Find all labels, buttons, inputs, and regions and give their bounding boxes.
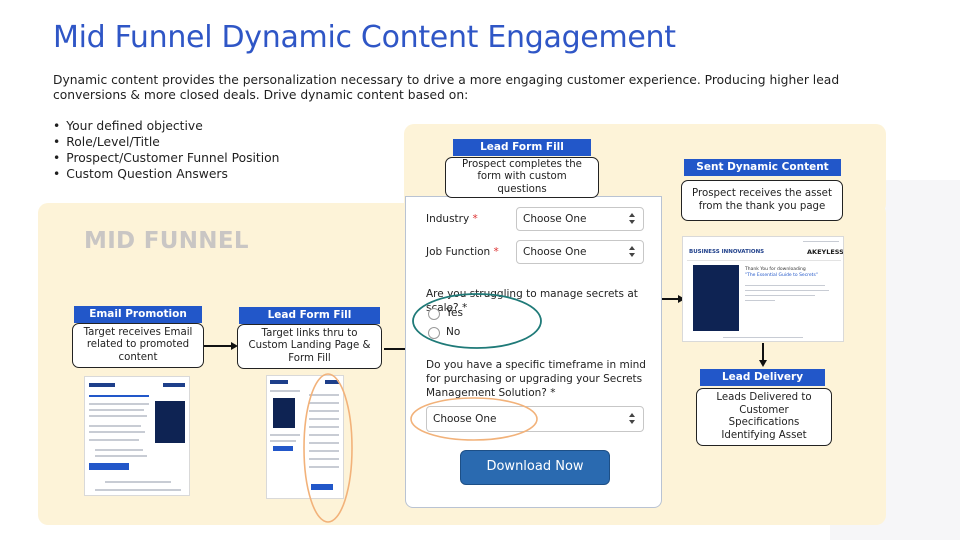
criteria-item: Your defined objective [53,118,279,134]
form-highlight-ellipse [303,373,353,523]
sent-content-label: Sent Dynamic Content [684,159,841,176]
lead-delivery-desc: Leads Delivered to Customer Specificatio… [696,388,832,446]
desc-emphasis: Prospect [462,158,506,170]
criteria-item: Prospect/Customer Funnel Position [53,150,279,166]
desc-emphasis: Prospect [692,188,736,199]
no-radio[interactable] [428,327,440,339]
brand-logo: BUSINESS INNOVATIONS [689,249,764,255]
asset-thumbnail: BUSINESS INNOVATIONS AKEYLESS Thank You … [682,236,844,342]
required-mark: * [472,213,478,225]
required-mark: * [461,302,468,314]
select-arrows-icon [629,213,635,225]
email-promotion-desc: Target receives Email related to promote… [72,323,204,368]
brand-name: BUSINESS INNOVATIONS [689,249,765,255]
flow-arrow [384,348,409,350]
industry-label: Industry * [426,213,478,225]
lead-form-fill-desc: Prospect completes the form with custom … [445,157,599,198]
timeframe-highlight-ellipse [410,397,538,441]
partner-logo: AKEYLESS [807,248,844,256]
thank-you-text: Thank You for downloading"The Essential … [745,267,835,279]
required-mark: * [550,387,556,399]
job-function-label-text: Job Function [426,246,491,258]
lead-form-fill-label: Lead Form Fill [239,307,380,324]
desc-rest: completes the form with custom questions [477,158,582,195]
lead-form-fill-desc: Target links thru to Custom Landing Page… [237,324,382,369]
partner-name: AKEYLESS [807,248,844,256]
question-timeframe-text: Do you have a specific timeframe in mind… [426,359,646,399]
lead-delivery-label: Lead Delivery [700,369,825,386]
lead-form-fill-desc-text: Target links thru to Custom Landing Page… [248,327,371,364]
intro-text: Dynamic content provides the personaliza… [53,73,840,102]
question-secrets-text: Are you struggling to manage secrets at … [426,288,638,314]
desc-rest: receives the asset from the thank you pa… [698,188,832,212]
yes-label: Yes [446,307,463,319]
email-promotion-desc-text: Target receives Email related to promote… [83,326,193,363]
answer-highlight-ellipse [412,293,542,349]
page-title: Mid Funnel Dynamic Content Engagement [53,20,676,55]
question-timeframe: Do you have a specific timeframe in mind… [426,358,652,400]
lead-delivery-desc-text: Leads Delivered to Customer Specificatio… [716,392,812,441]
criteria-list: Your defined objective Role/Level/Title … [53,118,279,182]
flow-arrow [762,343,764,361]
required-mark: * [493,246,499,258]
timeframe-select-value: Choose One [433,413,497,425]
lead-form-fill-desc-text: Prospect completes the form with custom … [452,159,592,197]
job-function-label: Job Function * [426,246,499,258]
flow-arrow-head [759,360,767,367]
thank-you-line: Thank You for downloading [745,267,806,272]
email-thumbnail [84,376,190,496]
select-arrows-icon [629,413,635,425]
job-function-select[interactable]: Choose One [516,240,644,264]
asset-title-line: "The Essential Guide to Secrets" [745,273,818,278]
sent-content-desc: Prospect receives the asset from the tha… [681,180,843,221]
flow-arrow [662,298,680,300]
timeframe-select[interactable]: Choose One [426,406,644,432]
asset-cover [693,265,739,331]
industry-select[interactable]: Choose One [516,207,644,231]
criteria-item: Custom Question Answers [53,166,279,182]
lead-form-fill-label: Lead Form Fill [453,139,591,156]
download-now-button[interactable]: Download Now [460,450,610,485]
sent-content-desc-text: Prospect receives the asset from the tha… [688,188,836,213]
flow-arrow-head [678,294,685,303]
question-secrets: Are you struggling to manage secrets at … [426,287,656,315]
email-promotion-label: Email Promotion [74,306,202,323]
flow-arrow [204,345,233,347]
industry-label-text: Industry [426,213,470,225]
select-arrows-icon [629,246,635,258]
job-function-select-value: Choose One [523,246,587,258]
stage-label: MID FUNNEL [84,228,249,254]
flow-arrow-head [231,341,238,350]
yes-radio[interactable] [428,308,440,320]
landing-page-thumbnail [266,375,344,499]
no-label: No [446,326,461,338]
industry-select-value: Choose One [523,213,587,225]
criteria-item: Role/Level/Title [53,134,279,150]
